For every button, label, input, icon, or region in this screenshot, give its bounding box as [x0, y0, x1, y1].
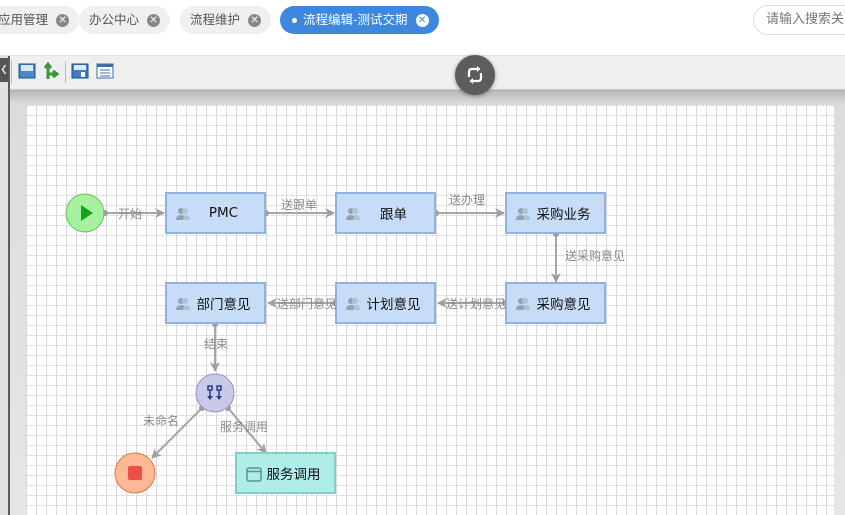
node-label: PMC	[208, 205, 239, 221]
edge-label[interactable]: 未命名	[143, 414, 180, 428]
node-label: 服务调用	[266, 467, 321, 483]
close-icon[interactable]: ✕	[415, 13, 429, 27]
node-label: 部门意见	[196, 297, 251, 313]
task-node-bumen-yijian[interactable]: 部门意见	[165, 282, 266, 324]
edge-label[interactable]: 送采购意见	[565, 249, 626, 263]
branch-arrow-icon[interactable]	[43, 62, 61, 80]
tab-process-edit[interactable]: 流程编辑-测试交期 ✕	[280, 6, 439, 34]
task-node-pmc[interactable]: PMC	[165, 192, 266, 234]
task-node-gendan[interactable]: 跟单	[335, 192, 436, 234]
tab-bar: 应用管理 ✕ 办公中心 ✕ 流程维护 ✕ 流程编辑-测试交期 ✕ 请输入搜索关	[0, 0, 845, 56]
refresh-button[interactable]	[455, 55, 495, 95]
edge-label[interactable]: 送办理	[449, 193, 486, 207]
service-task-node[interactable]: 服务调用	[235, 452, 336, 494]
user-group-icon	[346, 208, 360, 220]
toolbar-separator	[65, 61, 66, 83]
tab-office-center[interactable]: 办公中心 ✕	[79, 6, 171, 34]
tab-label: 流程编辑-测试交期	[303, 12, 408, 27]
toolbar-separator	[11, 61, 12, 83]
close-icon[interactable]: ✕	[147, 13, 161, 27]
task-node-jihua-yijian[interactable]: 计划意见	[335, 282, 436, 324]
tab-label: 应用管理	[0, 12, 49, 27]
node-label: 采购业务	[536, 207, 591, 223]
save-icon[interactable]	[18, 62, 36, 80]
user-group-icon	[516, 298, 530, 310]
tab-app-management[interactable]: 应用管理 ✕	[0, 6, 80, 34]
refresh-icon	[467, 66, 483, 84]
properties-list-icon[interactable]	[96, 62, 114, 80]
tab-process-maintenance[interactable]: 流程维护 ✕	[180, 6, 272, 34]
user-group-icon	[516, 208, 530, 220]
task-node-caigou-yewu[interactable]: 采购业务	[505, 192, 606, 234]
tab-label: 流程维护	[190, 12, 241, 27]
user-group-icon	[176, 208, 190, 220]
edge-label[interactable]: 开始	[118, 207, 143, 221]
close-icon[interactable]: ✕	[56, 13, 70, 27]
collapse-toggle-icon[interactable]: ❮	[0, 58, 8, 82]
editor-toolbar	[10, 56, 845, 90]
node-label: 跟单	[380, 207, 407, 223]
node-label: 计划意见	[366, 297, 421, 313]
save-as-icon[interactable]	[71, 62, 89, 80]
user-group-icon	[346, 298, 360, 310]
window-icon	[246, 467, 262, 482]
search-input[interactable]: 请输入搜索关	[753, 5, 845, 35]
node-label: 采购意见	[536, 297, 591, 313]
edge-label[interactable]: 服务调用	[220, 420, 269, 434]
edge-label[interactable]: 送部门意见	[277, 297, 338, 311]
active-dot-icon	[292, 17, 297, 23]
left-panel-edge	[0, 56, 10, 515]
edge-label[interactable]: 送跟单	[281, 198, 318, 212]
edge-label[interactable]: 送计划意见	[446, 297, 507, 311]
tab-label: 办公中心	[89, 12, 140, 27]
edge-label[interactable]: 结束	[204, 337, 229, 351]
user-group-icon	[176, 298, 190, 310]
close-icon[interactable]: ✕	[248, 13, 262, 27]
task-node-caigou-yijian[interactable]: 采购意见	[505, 282, 606, 324]
